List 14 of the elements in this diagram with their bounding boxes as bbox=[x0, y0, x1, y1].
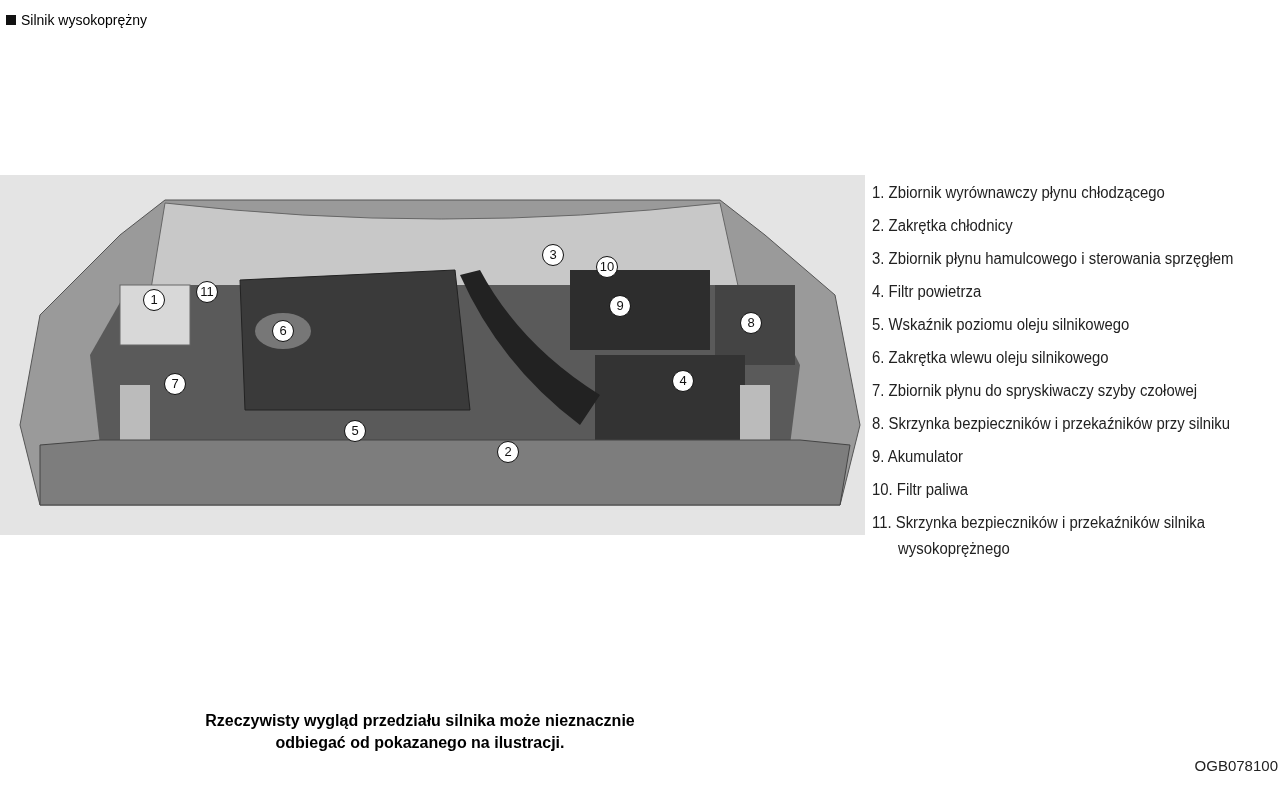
caption: Rzeczywisty wygląd przedziału silnika może nieznacznie odbiegać od pokazanego na ilustracji. bbox=[204, 711, 636, 753]
legend-item: 3. Zbiornik płynu hamulcowego i sterowania sprzęgłem bbox=[872, 249, 1235, 269]
figure-code: OGB078100 bbox=[1194, 757, 1278, 774]
legend-item: 2. Zakrętka chłodnicy bbox=[872, 216, 1014, 236]
legend-item: 4. Filtr powietrza bbox=[872, 282, 983, 302]
legend-item: 9. Akumulator bbox=[872, 447, 964, 467]
legend-item: 7. Zbiornik płynu do spryskiwaczy szyby czołowej bbox=[872, 381, 1198, 401]
legend-item: 5. Wskaźnik poziomu oleju silnikowego bbox=[872, 315, 1131, 335]
legend-item: 6. Zakrętka wlewu oleju silnikowego bbox=[872, 348, 1110, 368]
legend-item: 1. Zbiornik wyrównawczy płynu chłodzącego bbox=[872, 183, 1166, 203]
legend-item: 8. Skrzynka bezpieczników i przekaźników przy silniku bbox=[872, 414, 1232, 434]
legend-item: 10. Filtr paliwa bbox=[872, 480, 969, 500]
legend-item: 11. Skrzynka bezpieczników i przekaźników silnika wysokoprężnego bbox=[872, 513, 1206, 559]
title: Silnik wysokoprężny bbox=[21, 12, 148, 28]
